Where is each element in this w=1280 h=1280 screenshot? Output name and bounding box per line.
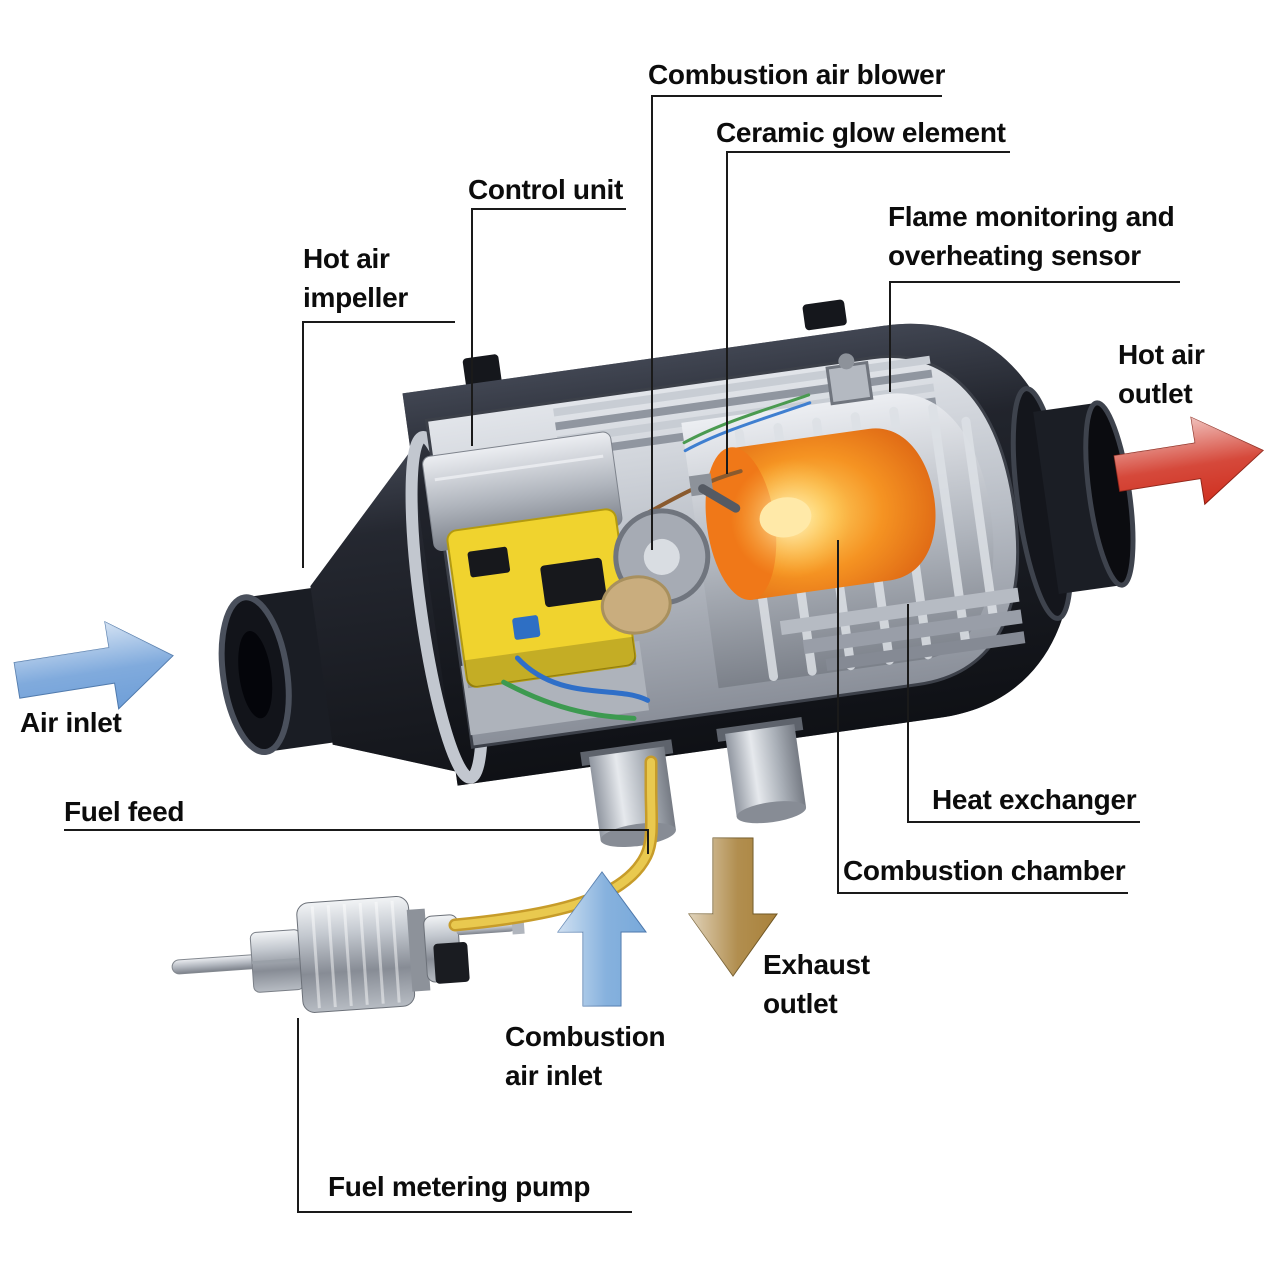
control-unit-shade [464, 636, 637, 689]
leader-line-flame-sensor [889, 281, 1180, 392]
label-air-inlet: Air inlet [20, 707, 122, 738]
pump-connector [433, 941, 470, 984]
exhaust-outlet-arrow-sheen [689, 838, 777, 976]
leader-lines [64, 95, 1180, 1213]
label-ceramic-glow-element: Ceramic glow element [716, 117, 1006, 148]
label-hot-air-outlet: Hot air outlet [1118, 339, 1205, 409]
leader-line-heat-exchanger [907, 604, 1140, 823]
hot-air-outlet-arrow-group [1113, 416, 1264, 506]
pump-hex-seam [251, 957, 303, 965]
leader-line-hot-air-impeller [302, 321, 455, 568]
label-combustion-air-inlet: Combustion air inlet [505, 1021, 666, 1091]
label-fuel-metering-pump: Fuel metering pump [328, 1171, 591, 1202]
leader-line-fuel-feed [64, 829, 649, 854]
label-control-unit: Control unit [468, 174, 624, 205]
label-hot-air-impeller: Hot air impeller [303, 243, 408, 313]
exhaust-arrow-group [688, 837, 778, 977]
leader-line-ceramic-glow-element [726, 151, 1010, 474]
leader-line-fuel-metering-pump [297, 1018, 632, 1213]
hot-air-outlet-arrow-sheen [1114, 417, 1264, 505]
air-inlet-arrow-sheen [14, 621, 174, 709]
intake-bore [238, 631, 273, 719]
hot-air-impeller [600, 575, 672, 635]
connector-block-small [467, 546, 511, 578]
pump-inlet-rod [171, 954, 261, 975]
connector-block-large [540, 557, 607, 608]
connector-blue [512, 615, 541, 640]
label-flame-monitoring-sensor: Flame monitoring and overheating sensor [888, 201, 1175, 271]
label-combustion-chamber: Combustion chamber [843, 855, 1126, 886]
air-inlet-arrow-group [13, 621, 174, 710]
ceramic-glow-element [698, 484, 741, 513]
label-fuel-feed: Fuel feed [64, 796, 185, 827]
label-combustion-air-blower: Combustion air blower [648, 59, 946, 90]
heater-body-group [218, 299, 1136, 848]
fuel-line [451, 758, 656, 929]
leader-line-combustion-air-blower [651, 95, 942, 550]
fuel-metering-pump-group [171, 896, 525, 1013]
label-heat-exchanger: Heat exchanger [932, 784, 1137, 815]
leader-line-combustion-chamber [837, 540, 1128, 894]
mounting-lug-right [802, 299, 847, 331]
pump-ridges [310, 900, 401, 1009]
flame-core [759, 497, 812, 538]
outlet-duct-opening [1083, 400, 1136, 588]
control-housing-seam [434, 454, 604, 482]
label-exhaust-outlet: Exhaust outlet [763, 949, 870, 1019]
combustion-air-inlet-arrow-sheen [558, 872, 646, 1006]
leader-line-control-unit [471, 208, 626, 446]
flame-sensor-stud [838, 353, 855, 370]
combustion-air-arrow-group [557, 871, 647, 1007]
exhaust-stub [725, 724, 807, 818]
